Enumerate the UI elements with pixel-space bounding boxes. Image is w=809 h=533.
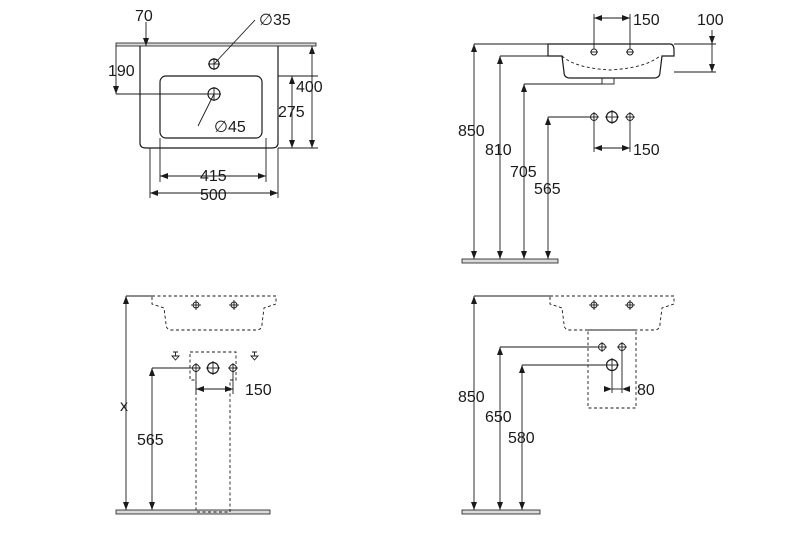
basin-tap-holes	[590, 14, 634, 56]
dim-500-label: 500	[200, 187, 227, 204]
basin-front	[547, 43, 675, 79]
leader-d35	[213, 19, 256, 65]
diagram-semi-pedestal-view: 850 80 650 580	[458, 295, 675, 515]
dim-150-label-3: 150	[245, 382, 272, 399]
pedestal-dashed	[189, 351, 237, 513]
wall-strip	[115, 42, 317, 47]
dim-150-top-label: 150	[633, 12, 660, 29]
basin-bowl	[159, 75, 263, 139]
diagram-top-view: 70 ∅35 190 400 275 ∅45 415 500	[108, 8, 323, 204]
floor-strip-3	[115, 509, 271, 515]
basin-dashed-4	[549, 295, 675, 331]
dim-850-label-4: 850	[458, 389, 485, 406]
diagram-side-view: 150 100 850 810 705 565	[458, 12, 724, 264]
supply-connections-3	[191, 361, 238, 394]
arrow-right-3	[250, 351, 259, 361]
basin-inner-dash	[561, 55, 661, 71]
supply-connections-4	[597, 342, 627, 393]
dim-580-label: 580	[508, 430, 535, 447]
floor-strip-4	[461, 509, 541, 515]
floor-strip	[461, 258, 559, 264]
dim-70-label: 70	[135, 8, 153, 25]
dim-565-label: 565	[534, 181, 561, 198]
dim-80-label: 80	[637, 382, 655, 399]
dim-275-label: 275	[278, 104, 305, 121]
dim-850-label: 850	[458, 123, 485, 140]
leader-d45	[197, 93, 215, 127]
dim-650-label: 650	[485, 409, 512, 426]
drain-stub	[601, 77, 615, 85]
dim-150-bottom-label: 150	[633, 142, 660, 159]
arrow-left-3	[171, 351, 180, 361]
dim-d45-label: ∅45	[214, 119, 246, 136]
dim-400-label: 400	[296, 79, 323, 96]
basin-tap-holes-3	[191, 300, 239, 310]
basin-outline	[139, 46, 279, 149]
semi-pedestal-dashed	[587, 329, 637, 409]
supply-connections	[589, 110, 635, 152]
dim-415-label: 415	[200, 168, 227, 185]
diagram-pedestal-view: 150 x 565	[115, 295, 277, 515]
dim-810-label: 810	[485, 142, 512, 159]
dim-d35-label: ∅35	[259, 12, 291, 29]
dim-100-label: 100	[697, 12, 724, 29]
dim-x-label: x	[120, 398, 128, 415]
dim-705-label: 705	[510, 164, 537, 181]
dim-565-label-3: 565	[137, 432, 164, 449]
basin-tap-holes-4	[589, 300, 635, 310]
basin-dashed-3	[151, 295, 277, 331]
dim-190-label: 190	[108, 63, 135, 80]
